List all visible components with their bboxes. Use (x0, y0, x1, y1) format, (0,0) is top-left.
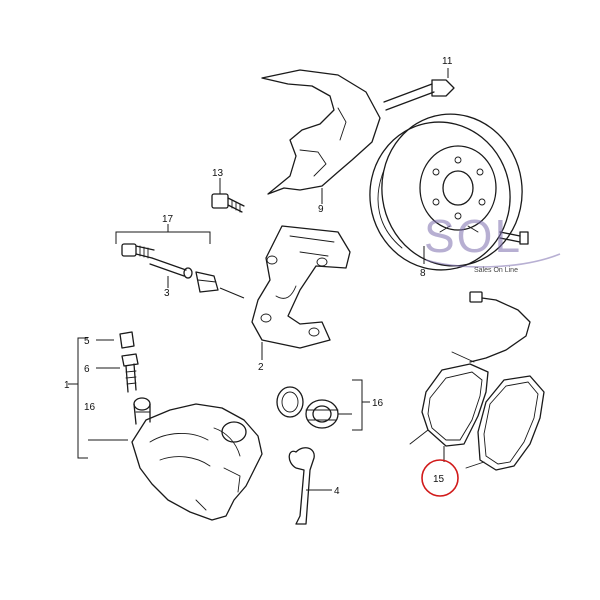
bracket-16 (338, 379, 370, 431)
guide-pin (149, 257, 193, 288)
wear-sensor (469, 291, 531, 363)
callout-11: 11 (442, 56, 453, 67)
bracket-1 (68, 337, 128, 459)
caliper-sleeve (133, 397, 151, 425)
caliper-bracket (251, 225, 351, 360)
guide-sleeve (195, 271, 219, 293)
guide-bolt (121, 243, 155, 259)
disc-screw (499, 231, 529, 245)
callout-17: 17 (162, 214, 174, 225)
callout-9: 9 (318, 204, 324, 215)
highlight-ring (421, 459, 459, 497)
callout-1: 1 (64, 380, 70, 391)
callout-16b: 16 (372, 398, 384, 409)
callout-13: 13 (212, 168, 224, 179)
retaining-spring (288, 447, 332, 525)
bleeder-cap (119, 331, 135, 349)
splash-shield (261, 69, 381, 204)
piston-seal (276, 386, 304, 418)
piston (305, 399, 339, 429)
brake-disc (369, 113, 523, 271)
brake-caliper (131, 403, 263, 521)
bracket-17 (115, 224, 211, 244)
outer-brake-pad (465, 375, 545, 471)
callout-6: 6 (84, 364, 90, 375)
highlight-callout-15: 15 (421, 459, 459, 497)
callout-8: 8 (420, 268, 426, 279)
callout-2: 2 (258, 362, 264, 373)
inner-brake-pad (409, 351, 489, 447)
callout-15: 15 (433, 474, 445, 485)
callout-5: 5 (84, 336, 90, 347)
callout-16a: 16 (84, 402, 96, 413)
watermark-brand: SOL (424, 210, 522, 262)
callout-4: 4 (334, 486, 340, 497)
watermark: SOL Sales On Line (424, 210, 561, 274)
bleeder-screw (121, 353, 139, 393)
watermark-tagline: Sales On Line (474, 267, 518, 274)
callout-3: 3 (164, 288, 170, 299)
hub-bolt (383, 68, 455, 111)
bracket-bolt (211, 178, 245, 213)
